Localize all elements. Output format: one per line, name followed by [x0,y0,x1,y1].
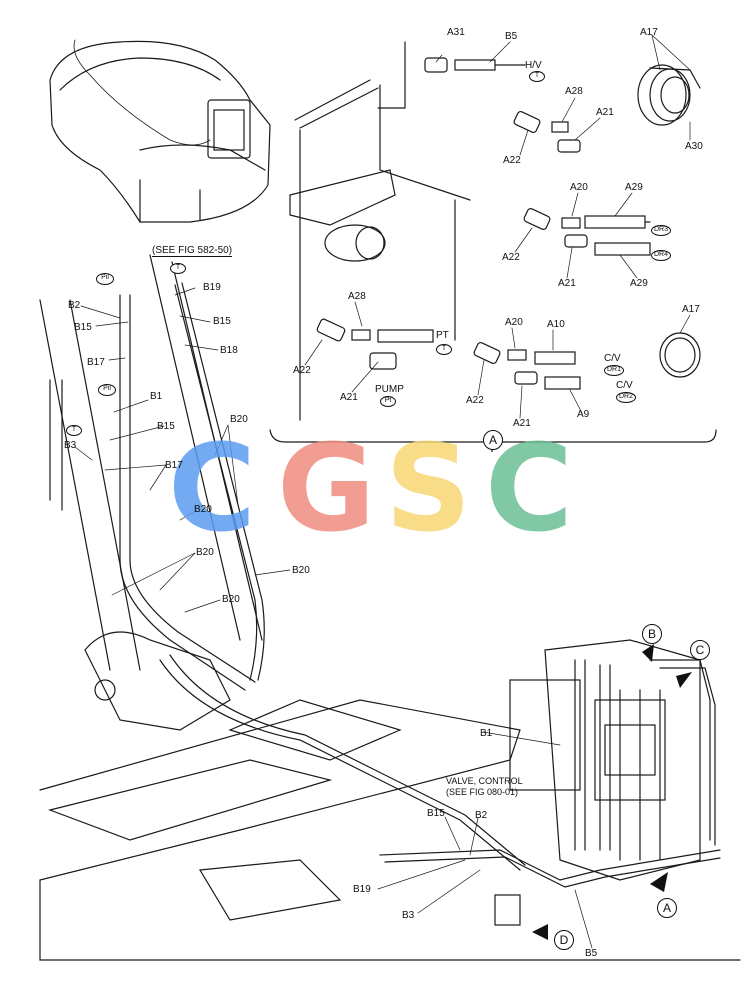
fittings-detail [269,41,717,453]
label-b1-left: B1 [150,391,163,402]
label-a28-top: A28 [565,86,583,97]
label-b15-left1: B15 [74,322,92,333]
label-b3-bottom: B3 [402,910,415,921]
label-b5-top: B5 [505,31,518,42]
label-b15-left2: B15 [157,421,175,432]
tag-t-top: T [170,263,186,274]
label-cv-1: C/V [604,353,621,364]
label-a17-bottom: A17 [682,304,700,315]
watermark-letter-3: S [385,420,472,559]
callout-a-bottom: A [657,898,677,918]
label-a22-r2: A22 [503,155,521,166]
tag-pt-pump: Pt [380,396,396,407]
watermark-letter-1: C [168,420,257,559]
label-pump: PUMP [375,384,404,395]
tag-dr4: DR4 [651,250,671,261]
tag-dr2: DR2 [616,392,636,403]
label-b17-left1: B17 [87,357,105,368]
boom-structure [39,254,265,731]
label-a29-r3a: A29 [625,182,643,193]
leader-lines [74,34,691,949]
label-b15-bottom: B15 [427,808,445,819]
label-b2-bottom: B2 [475,810,488,821]
label-a31: A31 [447,27,465,38]
label-a22-r3: A22 [502,252,520,263]
watermark-letter-4: C [485,420,574,559]
arrow-c [676,672,692,688]
label-b2-left: B2 [68,300,81,311]
arrow-b [642,644,654,662]
label-a22-r4b: A22 [466,395,484,406]
see-fig-note: (SEE FIG 582-50) [152,245,233,257]
label-b20-2: B20 [194,504,212,515]
watermark-letter-2: G [277,420,376,559]
tag-dr3: DR3 [651,225,671,236]
label-b1-right: B1 [480,728,493,739]
label-a22-r4a: A22 [293,365,311,376]
label-cv-2: C/V [616,380,633,391]
callout-d: D [554,930,574,950]
label-a21-r2: A21 [596,107,614,118]
label-b3-left: B3 [64,440,77,451]
direction-arrows [532,644,692,940]
label-b17-left2: B17 [165,460,183,471]
label-a21-r3: A21 [558,278,576,289]
label-a9: A9 [577,409,590,420]
tag-t-pt: T [436,344,452,355]
control-valve [509,639,716,881]
tag-t-hv: T [529,71,545,82]
label-b20-4: B20 [292,565,310,576]
label-b19-bottom: B19 [353,884,371,895]
label-a21-r4b: A21 [513,418,531,429]
tag-pil-mid: Pil [98,384,116,396]
label-hv: H/V [525,60,542,71]
callout-c: C [690,640,710,660]
tag-dr1: DR1 [604,365,624,376]
label-b18: B18 [220,345,238,356]
label-a29-r3b: A29 [630,278,648,289]
label-a10: A10 [547,319,565,330]
label-b5-bottom: B5 [585,948,598,959]
seat-illustration [49,39,271,223]
callout-b: B [642,624,662,644]
arrow-d [532,924,548,940]
valve-note-line2: (SEE FIG 080-01) [446,787,519,797]
label-pt: PT [436,330,449,341]
tag-t-mid: T [66,425,82,436]
label-a30: A30 [685,141,703,152]
arrow-a [650,872,668,892]
label-a20-r3: A20 [570,182,588,193]
label-a17-top: A17 [640,27,658,38]
callout-a-detail: A [483,430,503,450]
label-b20-3: B20 [196,547,214,558]
valve-note-line1: VALVE, CONTROL [446,776,523,786]
frame-structure [39,654,741,961]
label-b20-1: B20 [230,414,248,425]
tag-pil-top: Pil [96,273,114,285]
label-a21-r4a: A21 [340,392,358,403]
label-b19-top: B19 [203,282,221,293]
label-b20-5: B20 [222,594,240,605]
label-a20-r4: A20 [505,317,523,328]
label-a28-mid: A28 [348,291,366,302]
label-b15-right: B15 [213,316,231,327]
